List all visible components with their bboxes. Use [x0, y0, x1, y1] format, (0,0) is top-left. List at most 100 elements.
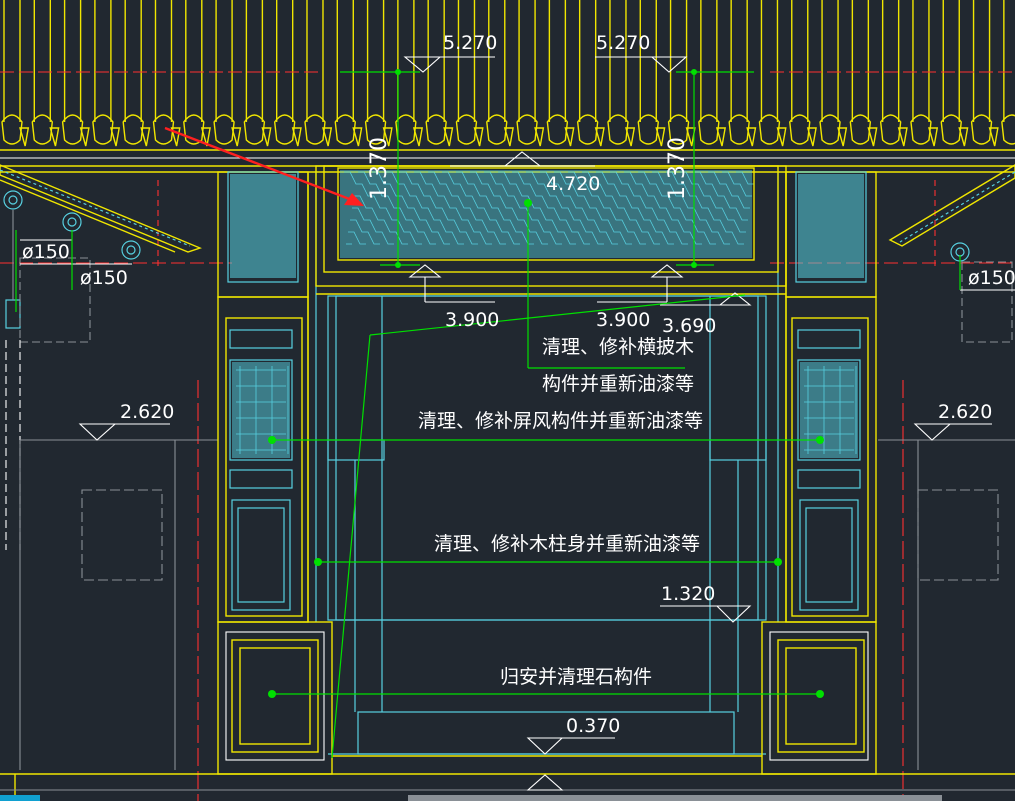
lattice-stroke — [526, 171, 604, 245]
roof-tile — [546, 0, 575, 147]
annotation-leaders — [15, 126, 961, 759]
transom-frame — [315, 165, 787, 295]
carved-panels — [230, 171, 864, 458]
lattice-stroke — [694, 171, 748, 221]
roof-tile — [576, 0, 605, 147]
dim-panel-height-right: 1.370 — [665, 137, 690, 200]
roof-tile — [364, 0, 393, 147]
roof-tile — [607, 0, 636, 147]
roof-tile — [970, 0, 999, 147]
lattice-stroke — [442, 171, 520, 245]
ground — [0, 755, 1015, 801]
note-transom-line1: 清理、修补横披木 — [542, 336, 694, 358]
side-walls — [19, 439, 1015, 770]
roof-tile — [728, 0, 757, 147]
lattice-stroke — [638, 171, 716, 245]
roof-tile — [879, 0, 908, 147]
roof-tile — [273, 0, 302, 147]
lattice-stroke — [680, 171, 746, 233]
dim-panel-width: 4.720 — [546, 173, 600, 195]
right-side-roof — [888, 164, 1015, 343]
lattice-stroke — [400, 171, 478, 245]
lattice-stroke — [344, 171, 422, 245]
lattice-stroke — [554, 171, 632, 245]
lattice-stroke — [358, 171, 436, 245]
roof-tile — [698, 0, 726, 147]
roof-tile — [455, 0, 484, 147]
elev-eave-right: 5.270 — [596, 32, 650, 54]
lattice-stroke — [610, 171, 688, 245]
roof-tile — [516, 0, 545, 147]
roof-tiles — [1, 0, 1015, 147]
roof-tile — [304, 0, 333, 147]
roof-tile — [31, 0, 60, 147]
roof-tile — [910, 0, 939, 147]
elev-threshold: 0.370 — [566, 715, 620, 737]
lattice-stroke — [722, 171, 752, 197]
roof-tile — [940, 0, 969, 147]
roof-tile — [243, 0, 272, 147]
lattice-stroke — [666, 171, 744, 245]
lattice-stroke — [456, 171, 534, 245]
door-opening — [327, 295, 767, 755]
elevation-labels: 5.270 5.270 3.900 3.900 3.690 2.620 2.62… — [120, 32, 992, 737]
lattice-stroke — [428, 171, 506, 245]
roof-tile — [667, 0, 696, 147]
roof-tile — [92, 0, 121, 147]
lattice-stroke — [652, 171, 730, 245]
lattice-stroke — [484, 171, 562, 245]
roof-tile — [152, 0, 181, 147]
note-screen: 清理、修补屏风构件并重新油漆等 — [418, 410, 703, 432]
lattice-stroke — [350, 219, 380, 245]
elev-side-wall-right: 2.620 — [938, 401, 992, 423]
roof-tile — [819, 0, 848, 147]
roof-tile — [61, 0, 90, 147]
axis-lines — [0, 71, 1015, 801]
stone-plinths — [217, 621, 877, 775]
roof-tile — [1001, 0, 1015, 145]
roof-tile — [758, 0, 787, 147]
lattice-stroke — [512, 171, 590, 245]
lattice-stroke — [348, 231, 366, 245]
roof-tile — [637, 0, 666, 147]
roof-tile — [425, 0, 454, 147]
lattice-stroke — [470, 171, 548, 245]
lattice-stroke — [582, 171, 660, 245]
dimension-labels: 4.720 1.370 1.370 ø150 ø150 ø150 — [22, 137, 1015, 289]
lattice-stroke — [568, 171, 646, 245]
roof-tile — [849, 0, 878, 147]
lattice-stroke — [708, 171, 750, 209]
note-transom-line2: 构件并重新油漆等 — [542, 373, 694, 395]
lattice-stroke — [540, 171, 618, 245]
lattice-stroke — [372, 171, 450, 245]
dimension-lines — [20, 69, 1015, 291]
lattice-stroke — [354, 195, 408, 245]
roof-tile — [486, 0, 514, 147]
lattice-stroke — [386, 171, 464, 245]
elev-side-wall-left: 2.620 — [120, 401, 174, 423]
roof-tile — [213, 0, 242, 147]
lattice-stroke — [498, 171, 576, 245]
dim-rafter-right: ø150 — [968, 267, 1015, 289]
roof-tile — [183, 0, 211, 147]
repair-notes: 清理、修补横披木 构件并重新油漆等 清理、修补屏风构件并重新油漆等 清理、修补木… — [418, 336, 703, 688]
elev-plinth: 1.320 — [661, 583, 715, 605]
dim-panel-height-left: 1.370 — [367, 137, 392, 200]
elev-eave-left: 5.270 — [443, 32, 497, 54]
left-side-roof — [0, 164, 202, 550]
dim-rafter-left-b: ø150 — [80, 267, 128, 289]
roof-tile — [122, 0, 151, 147]
roof-tile — [1, 0, 30, 147]
lattice-stroke — [736, 171, 754, 185]
note-stone: 归安并清理石构件 — [500, 666, 652, 688]
lattice-stroke — [596, 171, 674, 245]
elev-lintel-left: 3.900 — [445, 309, 499, 331]
elev-beam-top: 3.690 — [662, 315, 716, 337]
note-column: 清理、修补木柱身并重新油漆等 — [434, 533, 700, 555]
level-markers — [78, 56, 992, 791]
lattice-stroke — [624, 171, 702, 245]
lattice-stroke — [414, 171, 492, 245]
left-column — [217, 171, 317, 623]
